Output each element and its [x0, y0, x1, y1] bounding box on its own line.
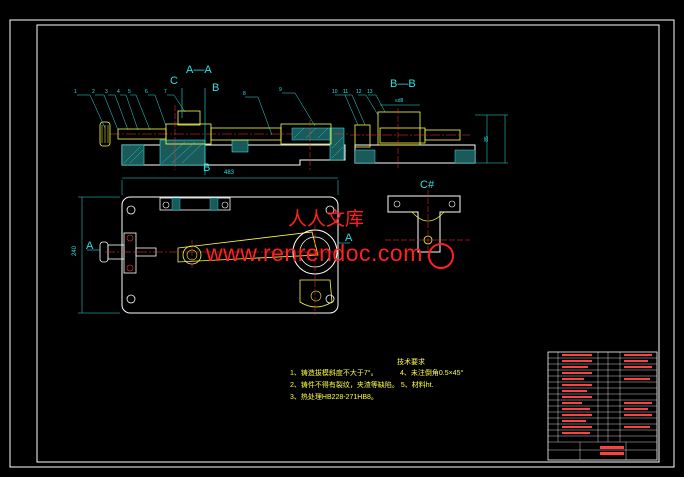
- inner-frame: [36, 24, 660, 463]
- leader-10: 10: [332, 89, 338, 95]
- front-section-view: [77, 88, 350, 175]
- leader-6: 6: [145, 89, 148, 95]
- tech-line1: 1、铸造拔模斜度不大于7°。: [290, 370, 378, 377]
- tech-line1b: 4、未注倒角0.5×45°: [400, 370, 464, 377]
- marker-a-left: A: [86, 240, 94, 252]
- marker-b-mid: B: [203, 162, 211, 174]
- leader-3: 3: [105, 89, 108, 95]
- leader-13: 13: [367, 89, 373, 95]
- watermark-url: www.renrendoc.com: [206, 240, 423, 266]
- leader-7: 7: [164, 89, 167, 95]
- leader-8: 8: [243, 91, 246, 97]
- leader-4: 4: [117, 89, 120, 95]
- dim-bb-right: 85: [483, 136, 490, 142]
- outer-frame: [9, 19, 675, 468]
- marker-c-view: C#: [420, 179, 435, 191]
- leader-1: 1: [74, 89, 77, 95]
- marker-a-mid: A: [345, 232, 353, 244]
- leader-9: 9: [279, 87, 282, 93]
- dim-bb-top: ≤d8: [395, 98, 404, 104]
- leader-2: 2: [92, 89, 95, 95]
- tech-line3: 3、热处理HB228-271HB8。: [290, 394, 378, 401]
- marker-b-top: B: [212, 82, 220, 94]
- plan-view: [78, 177, 350, 315]
- leader-5: 5: [128, 89, 131, 95]
- watermark-cn: 人人文库: [288, 209, 365, 230]
- title-block: [547, 351, 658, 461]
- section-bb-view: [335, 94, 508, 168]
- tech-line2: 2、铸件不得有裂纹，夹渣等缺陷。 5、材料ht.: [290, 382, 434, 389]
- tech-title: 技术要求: [397, 359, 425, 366]
- dim-height: 240: [72, 245, 79, 257]
- leader-11: 11: [343, 89, 349, 95]
- section-aa-label: A—A: [186, 64, 212, 76]
- marker-c-top: C: [170, 75, 178, 87]
- leader-12: 12: [356, 89, 362, 95]
- section-bb-label: B—B: [390, 78, 416, 90]
- dim-width: 483: [224, 170, 235, 176]
- view-c: [385, 190, 470, 269]
